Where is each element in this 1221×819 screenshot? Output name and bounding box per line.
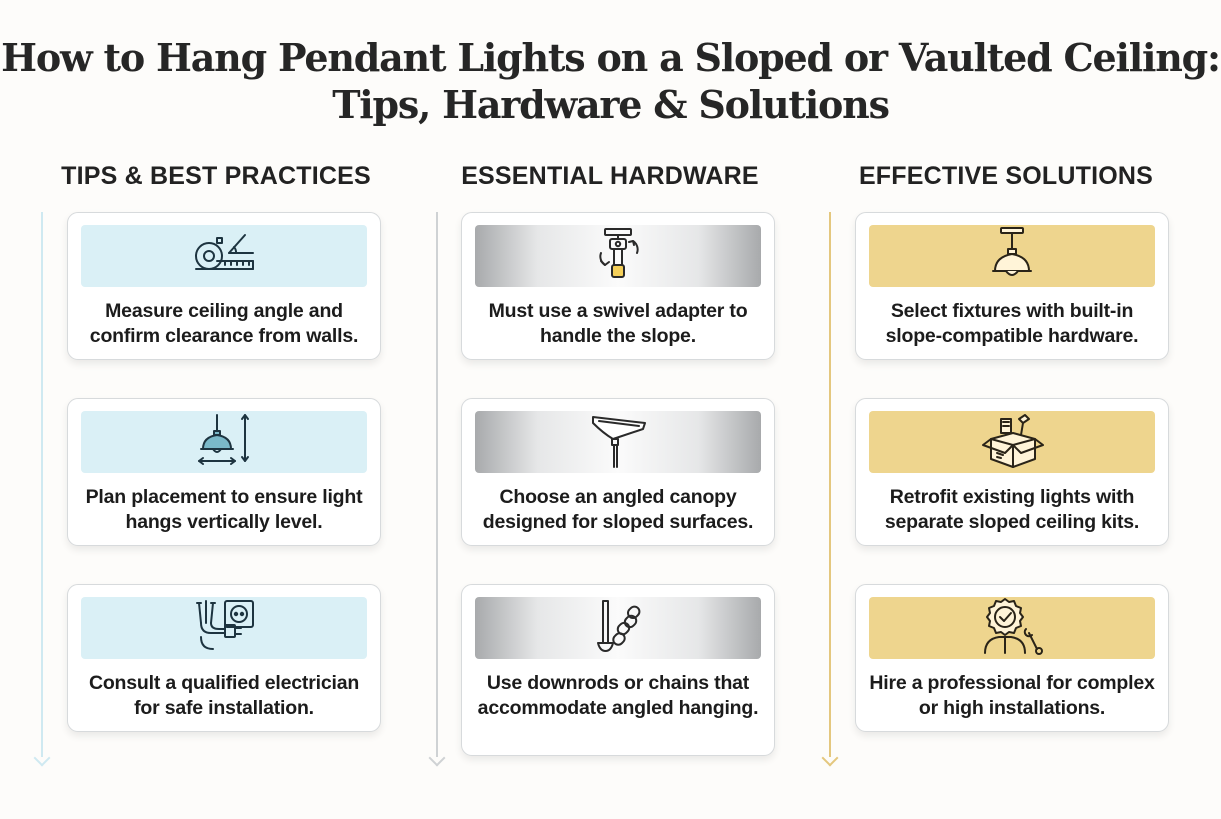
tape-measure-angle-icon	[189, 225, 259, 288]
hardware-card-text: Use downrods or chains that accommodate …	[477, 672, 759, 719]
downrod-chain-icon	[583, 597, 653, 660]
solution-card-text: Select fixtures with built-in slope-comp…	[885, 300, 1139, 347]
solutions-arrow-head-icon	[821, 749, 839, 767]
tip-card-banner	[81, 411, 367, 473]
solution-card-banner	[869, 225, 1155, 287]
tips-arrow-head-icon	[33, 749, 51, 767]
column-heading-hardware: ESSENTIAL HARDWARE	[461, 162, 759, 190]
hardware-card-canopy: Choose an angled canopy designed for slo…	[461, 398, 775, 546]
tip-card-measure: Measure ceiling angle and confirm cleara…	[67, 212, 381, 360]
column-heading-solutions: EFFECTIVE SOLUTIONS	[858, 162, 1154, 190]
column-heading-tips: TIPS & BEST PRACTICES	[61, 162, 371, 190]
hardware-arrow-line	[436, 212, 438, 757]
solution-card-banner	[869, 411, 1155, 473]
tip-card-banner	[81, 597, 367, 659]
solution-card-banner	[869, 597, 1155, 659]
tip-card-text: Consult a qualified electrician for safe…	[88, 672, 360, 719]
solution-card-professional: Hire a professional for complex or high …	[855, 584, 1169, 732]
solution-card-text: Retrofit existing lights with separate s…	[884, 486, 1140, 533]
hardware-card-text: Choose an angled canopy designed for slo…	[482, 486, 754, 533]
solutions-arrow-line	[829, 212, 831, 757]
solution-card-fixtures: Select fixtures with built-in slope-comp…	[855, 212, 1169, 360]
angled-canopy-icon	[583, 411, 653, 474]
tip-card-text: Plan placement to ensure light hangs ver…	[85, 486, 363, 533]
hardware-arrow-head-icon	[428, 749, 446, 767]
tip-card-placement: Plan placement to ensure light hangs ver…	[67, 398, 381, 546]
title-line-2: Tips, Hardware & Solutions	[332, 82, 890, 127]
hardware-card-banner	[475, 597, 761, 659]
page-title: How to Hang Pendant Lights on a Sloped o…	[0, 34, 1221, 128]
pendant-lamp-level-icon	[189, 411, 259, 474]
title-line-1: How to Hang Pendant Lights on a Sloped o…	[1, 35, 1221, 80]
hardware-card-banner	[475, 411, 761, 473]
hardware-card-banner	[475, 225, 761, 287]
solution-card-retrofit: Retrofit existing lights with separate s…	[855, 398, 1169, 546]
tips-arrow-line	[41, 212, 43, 757]
hardware-card-downrod: Use downrods or chains that accommodate …	[461, 584, 775, 756]
swivel-adapter-icon	[583, 225, 653, 288]
tip-card-electrician: Consult a qualified electrician for safe…	[67, 584, 381, 732]
hardware-card-text: Must use a swivel adapter to handle the …	[488, 300, 748, 347]
pendant-fixture-icon	[977, 225, 1047, 288]
hardware-card-swivel: Must use a swivel adapter to handle the …	[461, 212, 775, 360]
wiring-outlet-icon	[189, 597, 259, 660]
tip-card-text: Measure ceiling angle and confirm cleara…	[89, 300, 359, 347]
solution-card-text: Hire a professional for complex or high …	[869, 672, 1155, 719]
professional-badge-icon	[977, 597, 1047, 660]
retrofit-kit-box-icon	[977, 411, 1047, 474]
tip-card-banner	[81, 225, 367, 287]
